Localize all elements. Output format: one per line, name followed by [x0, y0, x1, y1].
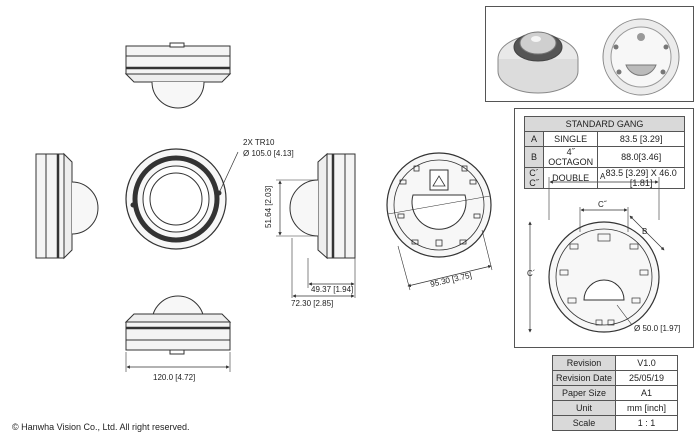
depth-dimension-b: 72.30 [2.85] [291, 299, 333, 308]
diameter-label: Ø 105.0 [4.13] [243, 149, 294, 158]
gang-key: A [524, 131, 544, 147]
revision-label: Unit [552, 400, 616, 416]
revision-row: Revision V1.0 [552, 355, 678, 371]
product-photo-box [485, 6, 694, 102]
front-round-view [125, 148, 239, 250]
bracket-drawing [528, 177, 665, 333]
revision-label: Paper Size [552, 385, 616, 401]
revision-label: Revision Date [552, 370, 616, 386]
revision-value: A1 [615, 385, 678, 401]
width-dimension: 120.0 [4.72] [153, 373, 195, 382]
revision-label: Scale [552, 415, 616, 431]
revision-row: Unit mm [inch] [552, 400, 678, 416]
revision-label: Revision [552, 355, 616, 371]
revision-value: 1 : 1 [615, 415, 678, 431]
copyright-notice: © Hanwha Vision Co., Ltd. All right rese… [12, 422, 190, 432]
product-renders [497, 18, 680, 96]
depth-dimension-a: 49.37 [1.94] [311, 285, 353, 294]
gang-table-title: STANDARD GANG [524, 116, 685, 132]
revision-table: Revision V1.0 Revision Date 25/05/19 Pap… [552, 355, 678, 431]
bracket-label-c: C´ [527, 269, 535, 278]
gang-type: 4˝ OCTAGON [542, 146, 599, 168]
revision-row: Scale 1 : 1 [552, 415, 678, 431]
gang-row: B 4˝ OCTAGON 88.0[3.46] [524, 146, 685, 168]
gang-type: DOUBLE [542, 167, 599, 189]
base-back-view [386, 152, 493, 291]
gang-key: C´ C˝ [524, 167, 544, 189]
gang-type: SINGLE [542, 131, 599, 147]
bracket-label-c-prime: C˝ [598, 200, 608, 209]
standard-gang-table: STANDARD GANG A SINGLE 83.5 [3.29] B 4˝ … [524, 116, 685, 189]
height-dimension: 51.64 [2.03] [264, 186, 273, 228]
left-side-view [35, 152, 99, 260]
mount-base-render [602, 18, 680, 96]
gang-value: 83.5 [3.29] [597, 131, 685, 147]
screw-label: 2X TR10 [243, 138, 275, 147]
standard-gang-panel [514, 108, 694, 348]
right-side-view [276, 152, 356, 298]
revision-value: 25/05/19 [615, 370, 678, 386]
revision-value: V1.0 [615, 355, 678, 371]
base-diagonal-dimension: 95.30 [3.75] [429, 271, 472, 289]
hole-diameter-label: Ø 50.0 [1.97] [634, 324, 680, 333]
gang-row: A SINGLE 83.5 [3.29] [524, 131, 685, 147]
revision-value: mm [inch] [615, 400, 678, 416]
bracket-label-b: B [642, 227, 647, 236]
revision-row: Revision Date 25/05/19 [552, 370, 678, 386]
bottom-elevation-view [124, 295, 232, 372]
gang-key: B [524, 146, 544, 168]
camera-render [497, 31, 579, 94]
gang-row: C´ C˝ DOUBLE 83.5 [3.29] X 46.0 [1.81] [524, 167, 685, 189]
gang-value: 83.5 [3.29] X 46.0 [1.81] [597, 167, 685, 189]
gang-value: 88.0[3.46] [597, 146, 685, 168]
top-elevation-view [124, 42, 232, 109]
revision-row: Paper Size A1 [552, 385, 678, 401]
